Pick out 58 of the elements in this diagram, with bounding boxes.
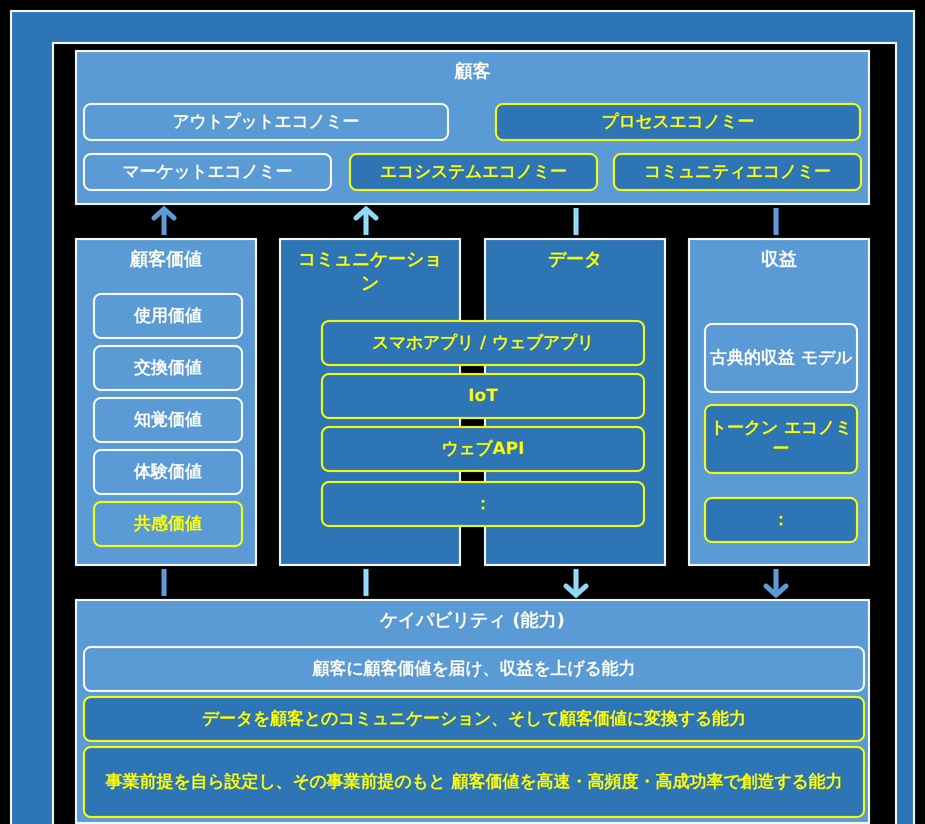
item-text: 知覚価値 [134, 410, 202, 430]
label-box [321, 426, 645, 472]
panel-title: データ [547, 248, 603, 272]
item-text: プロセスエコノミー [602, 112, 754, 132]
label-box [83, 696, 865, 742]
label-box [83, 746, 865, 818]
panel-title: 顧客 [453, 60, 492, 84]
label-box [93, 449, 243, 495]
capability-panel [75, 599, 870, 824]
item-text: エコシステムエコノミー [380, 162, 567, 182]
label-box [349, 153, 598, 191]
arrow [354, 206, 378, 235]
label-box [321, 481, 645, 527]
item-text: スマホアプリ / ウェブアプリ [372, 332, 594, 354]
item-text: アウトプットエコノミー [172, 112, 360, 132]
item-text: マーケットエコノミー [122, 162, 292, 182]
label-box [93, 293, 243, 339]
panel-title: コミュニケーション [297, 248, 443, 296]
item-text: コミュニティエコノミー [644, 162, 831, 182]
item-text: 共感価値 [134, 514, 202, 534]
panel-title: ケイパビリティ (能力) [378, 609, 566, 633]
label-box [321, 373, 645, 419]
item-text: ： [772, 510, 790, 530]
label-box [613, 153, 862, 191]
customer-panel [75, 50, 870, 205]
item-text: ウェブAPI [442, 438, 524, 460]
panel-title: 収益 [760, 248, 798, 272]
item-text: IoT [468, 386, 498, 406]
label-box [83, 646, 865, 692]
item-text: 交換価値 [134, 358, 202, 378]
revenue-panel [688, 238, 870, 566]
label-box [321, 320, 645, 366]
label-box [83, 103, 449, 141]
value-panel [75, 238, 257, 566]
item-text: 顧客に顧客価値を届け、収益を上げる能力 [312, 658, 636, 680]
arrow [152, 206, 176, 235]
label-box [495, 103, 861, 141]
connector-line [162, 569, 166, 596]
connector-line [364, 569, 368, 596]
item-text: データを顧客とのコミュニケーション、そして顧客価値に変換する能力 [202, 708, 746, 730]
panel-title: 顧客価値 [128, 248, 203, 272]
label-box [83, 153, 332, 191]
label-box [93, 397, 243, 443]
label-box [93, 501, 243, 547]
item-text: トークン エコノミー [709, 418, 853, 460]
connector-line [574, 208, 578, 235]
item-text: 古典的収益 モデル [710, 348, 852, 368]
label-box [704, 497, 858, 543]
item-text: 体験価値 [134, 462, 202, 482]
arrow [564, 569, 588, 598]
label-box [704, 323, 858, 393]
item-text: ： [474, 494, 492, 514]
item-text: 事業前提を自ら設定し、その事業前提のもと 顧客価値を高速・高頻度・高成功率で創造する能力 [106, 772, 842, 792]
label-box [704, 404, 858, 474]
item-text: 使用価値 [134, 306, 202, 326]
label-box [93, 345, 243, 391]
arrow [764, 569, 788, 598]
connector-line [774, 208, 778, 235]
